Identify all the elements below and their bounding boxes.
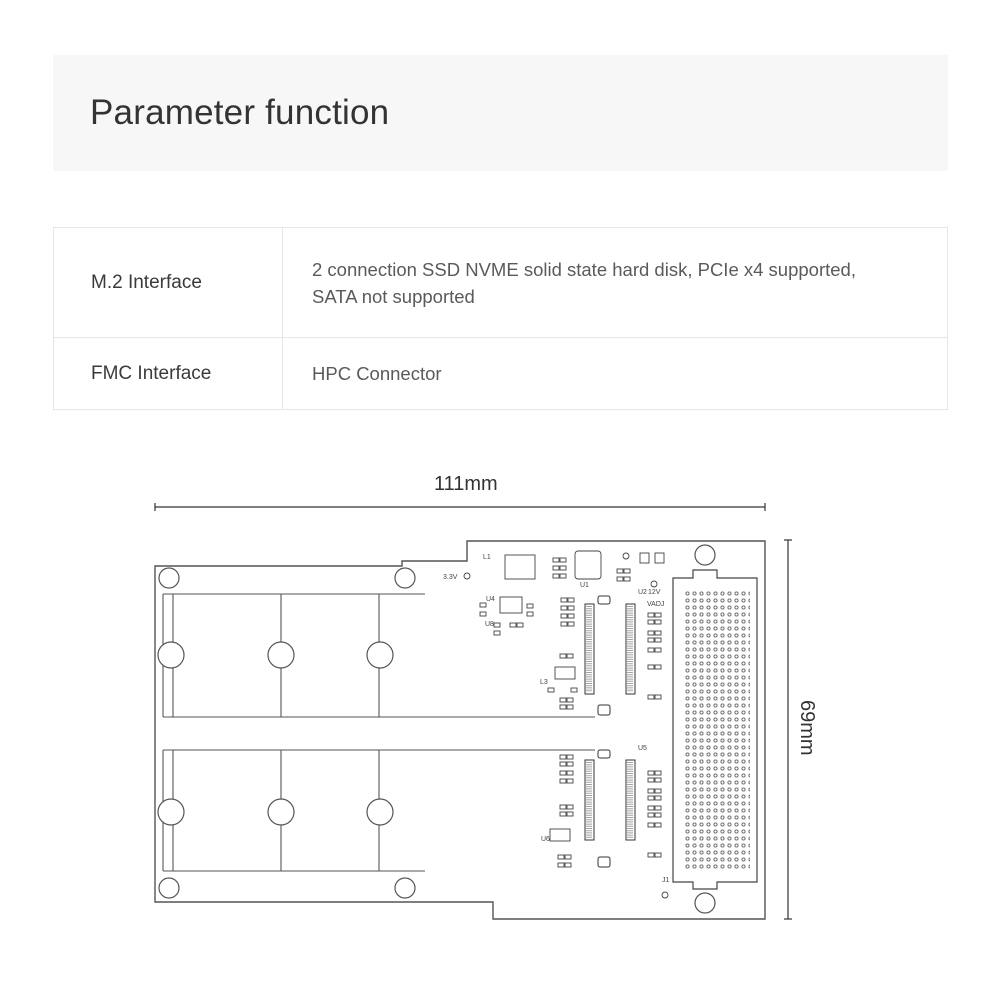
board-label: 12V: [648, 589, 661, 596]
width-dimension-line: [154, 503, 766, 511]
page-title: Parameter function: [90, 93, 390, 132]
board-label: U1: [580, 582, 589, 589]
board-label: 3.3V: [443, 574, 458, 581]
table-row: FMC Interface HPC Connector: [53, 337, 948, 410]
table-row: M.2 Interface 2 connection SSD NVME soli…: [53, 227, 948, 338]
board-label: L1: [483, 554, 491, 561]
spec-value: HPC Connector: [282, 337, 948, 410]
width-dimension-label: 111mm: [434, 473, 498, 495]
fmc-pin-array: [684, 590, 750, 870]
board-label: U2: [638, 589, 647, 596]
header-band: Parameter function: [53, 55, 948, 171]
spec-label: M.2 Interface: [53, 227, 283, 338]
m2-connectors: [584, 595, 636, 868]
spec-label: FMC Interface: [53, 337, 283, 410]
spec-value-line: 2 connection SSD NVME solid state hard d…: [312, 258, 856, 280]
spec-table: M.2 Interface 2 connection SSD NVME soli…: [53, 227, 948, 410]
board-label: U5: [638, 745, 647, 752]
board-label: VADJ: [647, 601, 664, 608]
smd-components: [463, 550, 669, 899]
board-label: L3: [540, 679, 548, 686]
spec-value: 2 connection SSD NVME solid state hard d…: [282, 227, 948, 338]
spec-value-line: HPC Connector: [312, 363, 442, 384]
spec-value-line: SATA not supported: [312, 285, 475, 307]
board-label: U4: [486, 596, 495, 603]
board-label: U6: [541, 836, 550, 843]
board-label: U8: [485, 621, 494, 628]
board-outline: [154, 540, 766, 920]
board-label: J1: [662, 877, 670, 884]
board-labels: 3.3V 12V VADJ L1 L3 U1 U2 U4 U5 U6 U8 J1: [443, 554, 670, 884]
height-dimension-line: [784, 539, 792, 920]
mounting-holes: [157, 544, 716, 914]
